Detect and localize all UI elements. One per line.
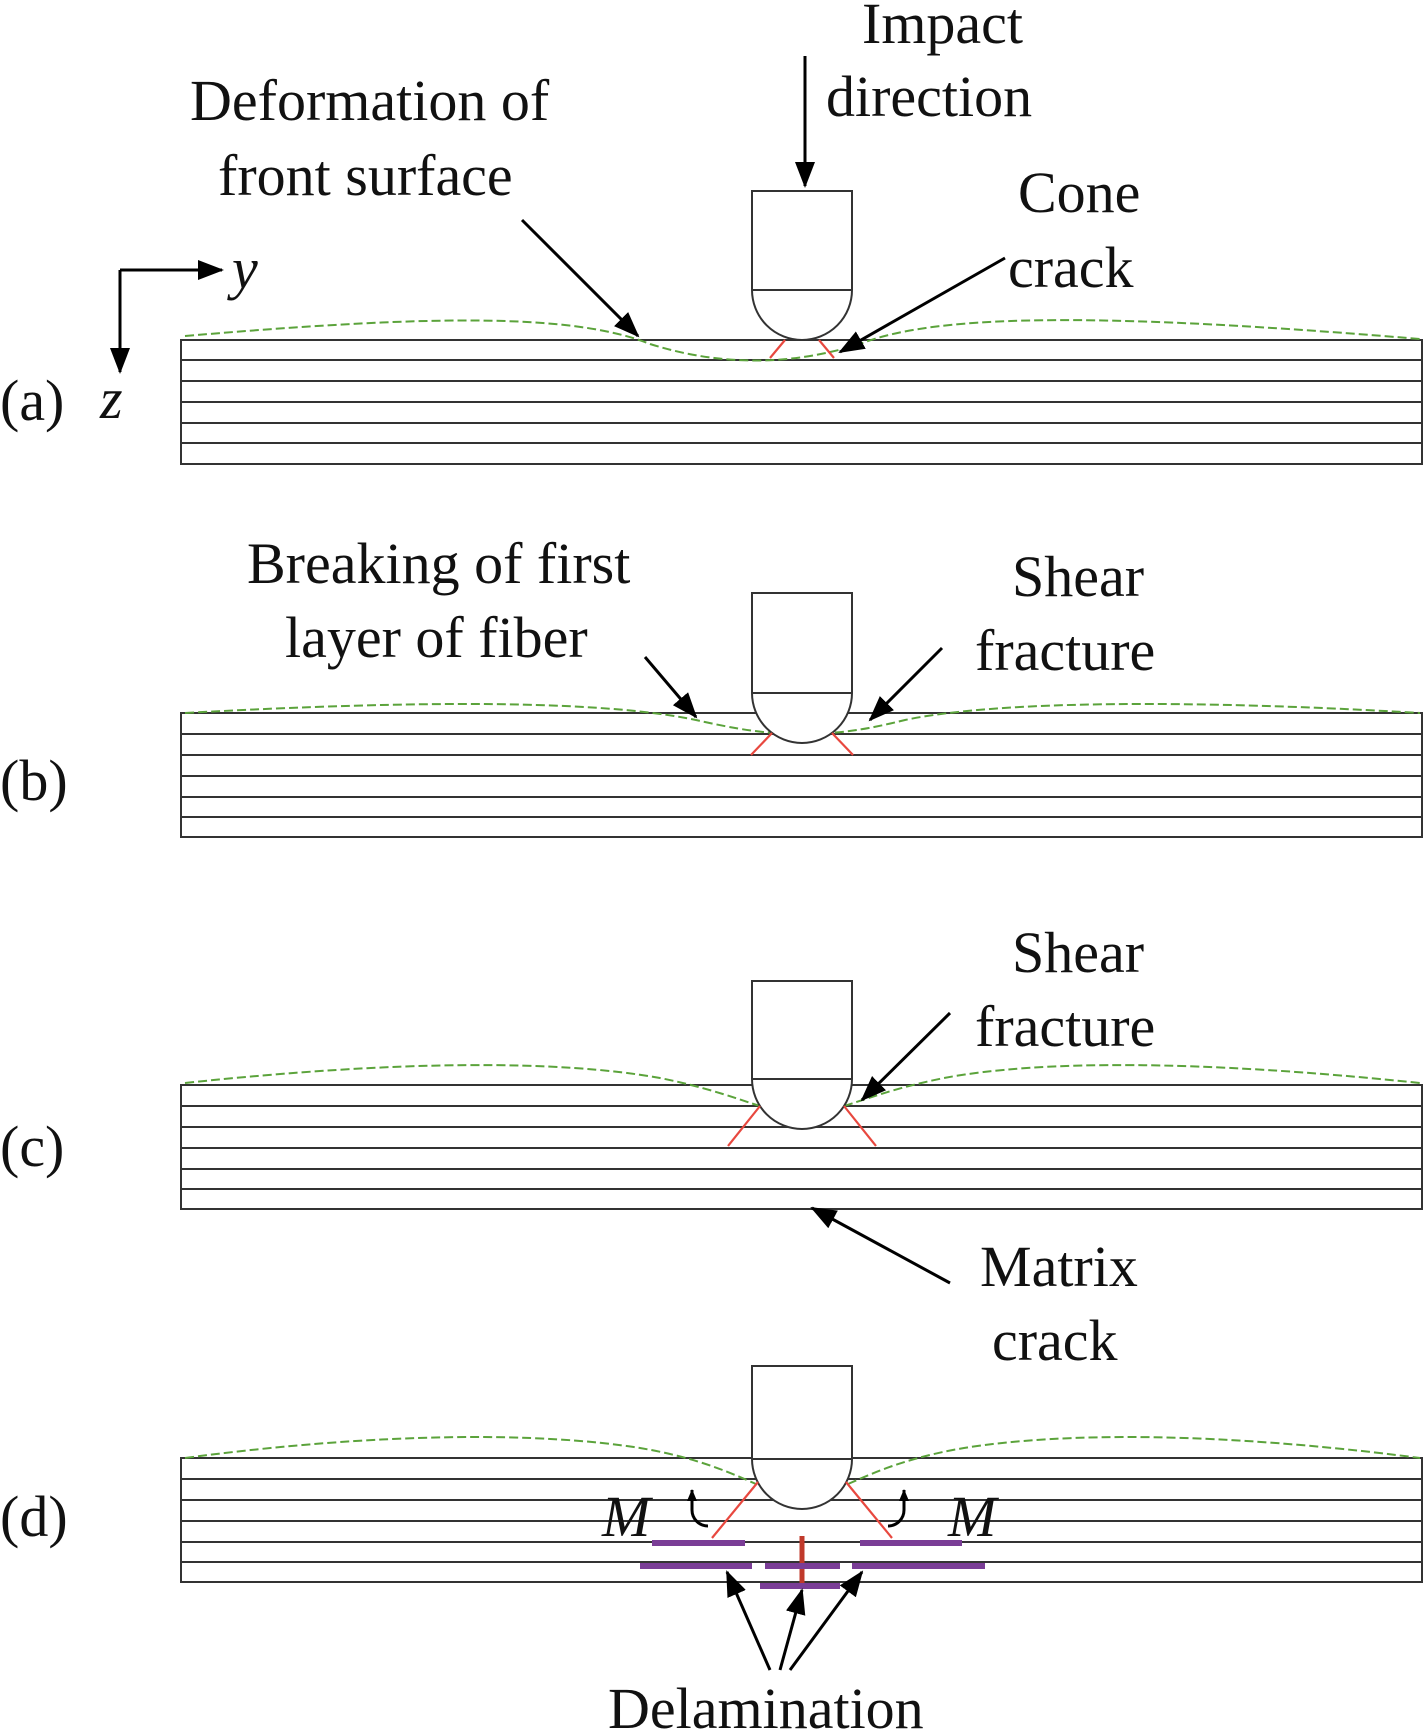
cone-crack-label: Cone crack: [1008, 160, 1155, 300]
matrix-crack-label: Matrix crack: [980, 1234, 1152, 1373]
shear-fracture-d: [711, 1481, 893, 1539]
laminate-a: [180, 339, 1423, 465]
moment-arrow-right: [887, 1489, 909, 1528]
panel-b-label: (b): [0, 748, 68, 813]
delamination-pointer-arrow: [725, 1570, 772, 1671]
shear-label-c: Shear fracture: [975, 920, 1159, 1059]
impact-direction-label-line: direction: [826, 64, 1032, 129]
panel-a-label: (a): [0, 368, 64, 433]
matrix-crack-pointer-arrow: [810, 1206, 951, 1285]
z-axis-label: z: [99, 366, 123, 431]
panel-a: (a) Deformation of front surface Impact …: [0, 0, 1423, 465]
breaking-label: Breaking of first layer of fiber: [247, 531, 645, 670]
bending-moment-left: M: [601, 1484, 709, 1549]
panel-d: (d) M: [0, 1365, 1423, 1734]
impactor-body: [751, 190, 853, 341]
front-surface-deformation: [184, 1064, 1421, 1107]
shear-crack-line: [727, 1105, 761, 1147]
front-surface-deformation: [184, 319, 1421, 362]
shear-pointer-arrow: [860, 1011, 952, 1102]
breaking-label-line: layer of fiber: [285, 605, 588, 670]
delamination-regions: [640, 1540, 985, 1589]
deformation-pointer-arrow: [520, 218, 640, 338]
breaking-label-line: Breaking of first: [247, 531, 630, 596]
shear-label-line: Shear: [1012, 920, 1144, 985]
deformation-label: Deformation of front surface: [190, 68, 564, 208]
delamination-pointer-arrow: [778, 1588, 806, 1671]
cone-crack-line: [818, 339, 835, 359]
moment-label-right: M: [947, 1484, 999, 1549]
impactor-b: [751, 592, 853, 744]
deformation-label-line: front surface: [218, 143, 513, 208]
panel-d-label: (d): [0, 1484, 68, 1549]
shear-fracture-c: [727, 1105, 877, 1147]
breaking-pointer-arrow: [643, 656, 698, 719]
shear-crack-line: [711, 1481, 759, 1539]
shear-label-line: fracture: [975, 994, 1155, 1059]
front-surface-deformation: [184, 702, 1421, 734]
impactor-body: [751, 592, 853, 744]
cone-crack-label-line: Cone: [1018, 160, 1140, 225]
coordinate-axes: y z: [99, 236, 258, 431]
impact-direction-label-line: Impact: [862, 0, 1023, 56]
matrix-crack-label-line: crack: [992, 1308, 1118, 1373]
panel-c: (c) Shear fracture Matrix crack: [0, 920, 1423, 1373]
y-axis-label: y: [227, 236, 258, 301]
shear-pointer-arrow: [868, 646, 944, 722]
panel-c-label: (c): [0, 1114, 64, 1179]
impactor-a: [751, 190, 853, 341]
cone-crack-line: [769, 339, 786, 359]
delamination-pointers: [725, 1570, 864, 1671]
impactor-c: [751, 980, 853, 1130]
impactor-d: [751, 1365, 853, 1510]
shear-label-line: fracture: [975, 618, 1155, 683]
bending-moment-right: M: [887, 1484, 999, 1549]
delamination-label: Delamination: [608, 1676, 924, 1734]
impactor-body: [751, 980, 853, 1130]
shear-label-line: Shear: [1012, 544, 1144, 609]
cone-crack-a: [769, 339, 835, 359]
laminate-b: [180, 712, 1423, 838]
panel-b: (b) Breaking of first layer of fiber She…: [0, 531, 1423, 838]
delamination-pointer-arrow: [788, 1570, 864, 1671]
shear-label-b: Shear fracture: [975, 544, 1159, 683]
shear-crack-line: [845, 1481, 893, 1539]
moment-arrow-left: [687, 1489, 709, 1528]
cone-crack-pointer-arrow: [838, 256, 1006, 354]
shear-fracture-b: [750, 732, 854, 756]
impact-direction-label: Impact direction: [826, 0, 1038, 129]
matrix-crack-label-line: Matrix: [980, 1234, 1138, 1299]
moment-label-left: M: [601, 1484, 653, 1549]
shear-crack-line: [750, 732, 773, 756]
cone-crack-label-line: crack: [1008, 235, 1134, 300]
impactor-body: [751, 1365, 853, 1510]
shear-crack-line: [831, 732, 854, 756]
front-surface-deformation: [184, 1436, 1421, 1485]
deformation-label-line: Deformation of: [190, 68, 550, 133]
shear-crack-line: [843, 1105, 877, 1147]
